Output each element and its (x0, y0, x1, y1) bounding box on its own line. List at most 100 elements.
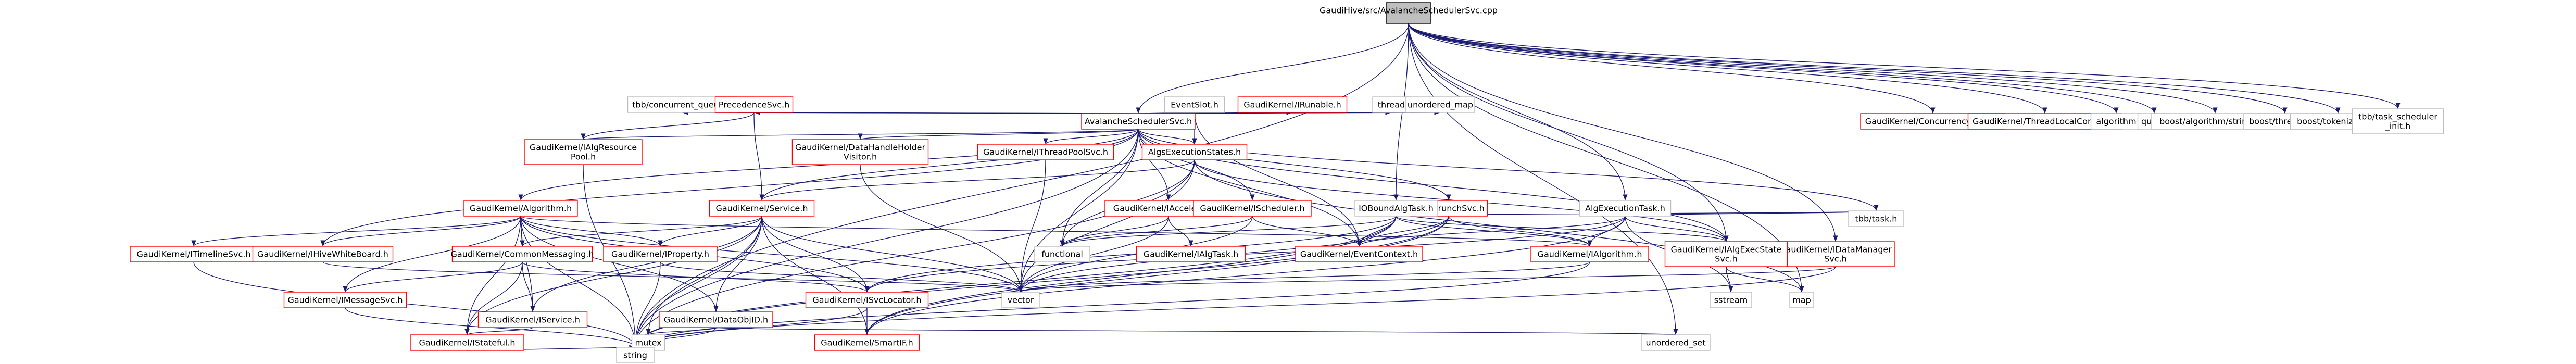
edge-algexectask-to-isvclocator (864, 216, 1626, 293)
edge-line (1136, 23, 1409, 114)
node-label: tbb/task_scheduler (2358, 112, 2437, 122)
node-box (1354, 200, 1438, 217)
node-service-h[interactable]: GaudiKernel/Service.h (709, 200, 815, 217)
node-irunable[interactable]: GaudiKernel/IRunable.h (1237, 96, 1348, 113)
node-box (714, 96, 794, 113)
edge-line (1018, 261, 1590, 293)
node-box (1664, 241, 1788, 267)
edge-line (1408, 23, 1838, 242)
edge-line (1408, 23, 1678, 335)
node-eventcontext[interactable]: GaudiKernel/EventContext.h (1295, 246, 1423, 262)
edge-root-to-boost-tokenizer (1408, 23, 2341, 114)
node-box (1848, 210, 1904, 227)
edge-line (761, 216, 870, 293)
edge-icpu-to-ialgorithm (1448, 216, 1592, 247)
node-root[interactable]: GaudiHive/src/AvalancheSchedulerSvc.cpp (1320, 2, 1498, 24)
edge-root-to-datamanager (1408, 23, 1838, 242)
node-box (1081, 113, 1196, 130)
edge-line (520, 216, 1592, 247)
edge-line (759, 159, 1195, 201)
edge-service-h-to-isvclocator (761, 216, 870, 293)
node-label: unordered_map (1408, 100, 1473, 110)
node-iservice[interactable]: GaudiKernel/IService.h (477, 311, 588, 328)
node-label: unordered_set (1645, 338, 1705, 348)
edge-line (522, 261, 535, 312)
edge-iobound-to-ismartif (864, 216, 1397, 335)
edge-line (522, 261, 870, 293)
node-label: IOBoundAlgTask.h (1359, 204, 1434, 214)
node-box (410, 334, 524, 351)
node-ihivewb[interactable]: GaudiKernel/IHiveWhiteBoard.h (252, 246, 394, 262)
edge-eventslot-to-eventcontext (1194, 112, 1362, 247)
node-precedence[interactable]: PrecedenceSvc.h (714, 96, 794, 113)
edge-line (1018, 159, 1046, 293)
node-imessagesvc[interactable]: GaudiKernel/IMessageSvc.h (283, 292, 407, 308)
edge-ischeduler-to-eventcontext (1252, 216, 1362, 247)
edge-service-h-to-iservice (530, 216, 762, 312)
node-label: GaudiKernel/DataObjID.h (664, 315, 768, 325)
node-box (524, 139, 643, 165)
node-label: map (1792, 295, 1811, 305)
node-box (463, 200, 578, 217)
edge-line (1408, 23, 2047, 114)
edge-ihivewb-to-vector (322, 261, 1023, 293)
edge-line (646, 216, 762, 335)
edge-root-to-unordered-set (1408, 23, 1678, 335)
edge-line (1138, 129, 1879, 211)
node-label: GaudiKernel/Algorithm.h (470, 204, 572, 214)
node-itimeline[interactable]: GaudiKernel/ITimelineSvc.h (130, 246, 258, 262)
node-box (791, 139, 929, 165)
edge-root-to-queue (1408, 23, 2157, 114)
edge-line (1168, 216, 1193, 247)
edge-line (1018, 129, 1139, 293)
edge-line (520, 216, 535, 312)
node-algorithm-h[interactable]: GaudiKernel/Algorithm.h (463, 200, 578, 217)
edge-line (1060, 216, 1169, 247)
node-idataobj[interactable]: GaudiKernel/DataObjID.h (659, 311, 773, 328)
node-isvclocator[interactable]: GaudiKernel/ISvcLocator.h (805, 292, 929, 308)
edge-algexectask-to-ismartif (864, 216, 1626, 335)
edge-line (1018, 159, 1195, 293)
edge-line (864, 216, 1449, 335)
node-box (1237, 96, 1348, 113)
edge-line (1726, 266, 1733, 293)
edge-line (1625, 216, 1729, 242)
node-box (1579, 200, 1672, 217)
node-label: GaudiKernel/DataHandleHolder (795, 143, 925, 153)
node-label: string (623, 350, 647, 360)
edge-line (1138, 129, 1171, 201)
node-ithreadpool[interactable]: GaudiKernel/IThreadPoolSvc.h (977, 144, 1114, 160)
node-label: boost/algorithm/string.hpp (2159, 117, 2271, 127)
node-algexecstates[interactable]: AlgsExecutionStates.h (1141, 144, 1248, 160)
node-ialgorithm[interactable]: GaudiKernel/IAlgorithm.h (1530, 246, 1649, 262)
edge-ass-h-to-ithreadpool (1043, 129, 1139, 145)
edge-line (1408, 23, 2401, 109)
node-istateful[interactable]: GaudiKernel/IStateful.h (410, 334, 524, 351)
node-ialgtask[interactable]: GaudiKernel/IAlgTask.h (1136, 246, 1246, 262)
edge-algexecstates-to-string (633, 159, 1195, 348)
edge-line (858, 129, 1139, 140)
edge-line (1194, 112, 1362, 247)
edge-ischeduler-to-functional (1060, 216, 1253, 247)
edge-line (1408, 23, 1628, 201)
node-label: GaudiKernel/SmartIF.h (821, 338, 913, 348)
node-label: PrecedenceSvc.h (719, 100, 790, 110)
node-ismartif[interactable]: GaudiKernel/SmartIF.h (814, 334, 920, 351)
node-ischeduler[interactable]: GaudiKernel/IScheduler.h (1193, 200, 1312, 217)
node-label: algorithm (2096, 117, 2136, 127)
node-label: _init.h (2385, 121, 2411, 132)
edge-line (1408, 23, 1729, 242)
node-commonmsg[interactable]: GaudiKernel/CommonMessaging.h (451, 246, 594, 262)
node-label: vector (1008, 295, 1034, 305)
node-box (603, 246, 718, 262)
node-iproperty[interactable]: GaudiKernel/IProperty.h (603, 246, 718, 262)
edge-layer (191, 23, 2401, 351)
edge-root-to-boost-thread (1408, 23, 2288, 114)
edge-ass-h-to-icpu (1138, 129, 1451, 201)
node-ass-h[interactable]: AvalancheSchedulerSvc.h (1081, 113, 1196, 130)
